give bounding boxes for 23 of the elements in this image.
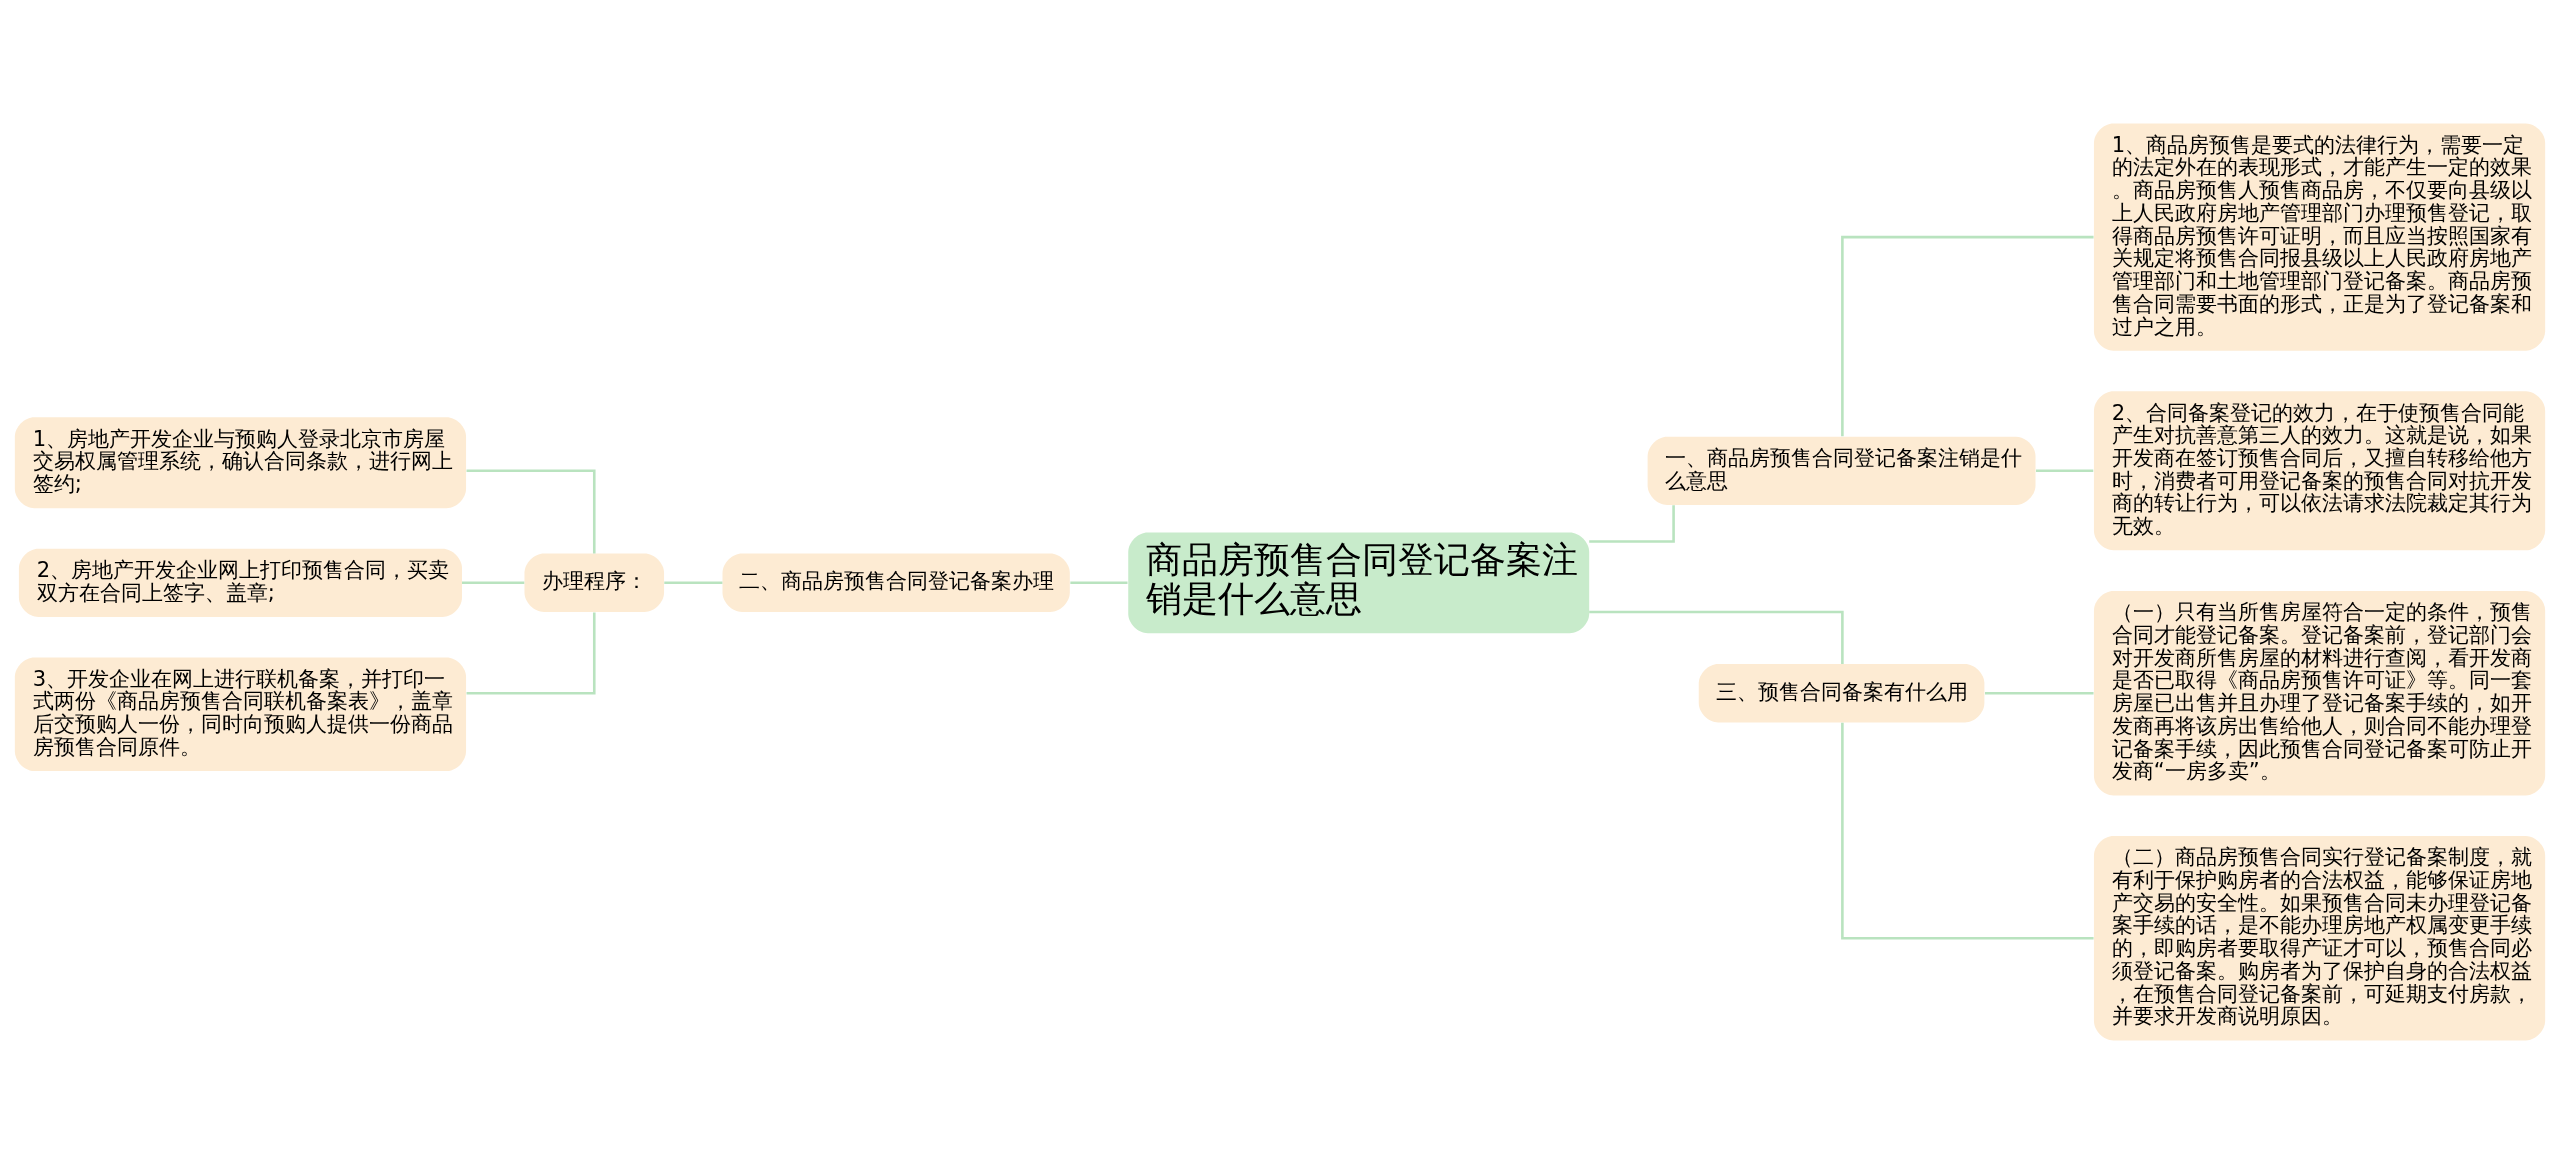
node-box: （二）商品房预售合同实行登记备案制度，就有利于保护购房者的合法权益，能够保证房地产交易的安全性。如果预售合同未办理登记备案手续的话，是不能办理房地产权属变更手续的，即购房者要取得产证才可以，预售合同必须登记备案。购房者为了保护自身的合法权益，在预售合同登记备案前，可延期支付房款，并要求开发商说明原因。 bbox=[2093, 836, 2546, 1041]
connector bbox=[1589, 610, 1844, 664]
node-box: 1、房地产开发企业与预购人登录北京市房屋交易权属管理系统，确认合同条款，进行网上签约; bbox=[14, 417, 467, 509]
connector bbox=[1841, 235, 2094, 437]
node-box: （一）只有当所售房屋符合一定的条件，预售合同才能登记备案。登记备案前，登记部门会对开发商所售房屋的材料进行查阅，看开发商是否已取得《商品房预售许可证》等。同一套房屋已出售并且办理了登记备案手续的，如开发商再将该房出售给他人，则合同不能办理登记备案手续，因此预售合同登记备案可防止开发商“一房多卖”。 bbox=[2093, 590, 2546, 796]
node-box: 2、房地产开发企业网上打印预售合同，买卖双方在合同上签字、盖章; bbox=[18, 548, 462, 617]
connector bbox=[462, 581, 525, 585]
node-box: 商品房预售合同登记备案注销是什么意思 bbox=[1128, 532, 1590, 634]
connector bbox=[1589, 505, 1675, 543]
connector bbox=[2036, 469, 2094, 473]
connector bbox=[466, 469, 596, 554]
node-box: 办理程序： bbox=[524, 553, 665, 613]
connector bbox=[466, 612, 596, 695]
node-box: 2、合同备案登记的效力，在于使预售合同能产生对抗善意第三人的效力。这就是说，如果开发商在签订预售合同后，又擅自转移给他方时，消费者可用登记备案的预售合同对抗开发商的转让行为，可以依法请求法院裁定其行为无效。 bbox=[2093, 391, 2546, 551]
node-box: 3、开发企业在网上进行联机备案，并打印一式两份《商品房预售合同联机备案表》，盖章后交预购人一份，同时向预购人提供一份商品房预售合同原件。 bbox=[14, 657, 467, 772]
connector bbox=[1070, 581, 1128, 585]
connector bbox=[1985, 691, 2094, 695]
connector bbox=[664, 581, 723, 585]
node-box: 三、预售合同备案有什么用 bbox=[1698, 663, 1985, 723]
node-box: 二、商品房预售合同登记备案办理 bbox=[722, 553, 1070, 613]
node-box: 1、商品房预售是要式的法律行为，需要一定的法定外在的表现形式，才能产生一定的效果。商品房预售人预售商品房，不仅要向县级以上人民政府房地产管理部门办理预售登记，取得商品房预售许可证明，而且应当按照国家有关规定将预售合同报县级以上人民政府房地产管理部门和土地管理部门登记备案。商品房预售合同需要书面的形式，正是为了登记备案和过户之用。 bbox=[2093, 123, 2546, 351]
node-box: 一、商品房预售合同登记备案注销是什么意思 bbox=[1647, 436, 2036, 505]
connector bbox=[1841, 722, 2094, 940]
